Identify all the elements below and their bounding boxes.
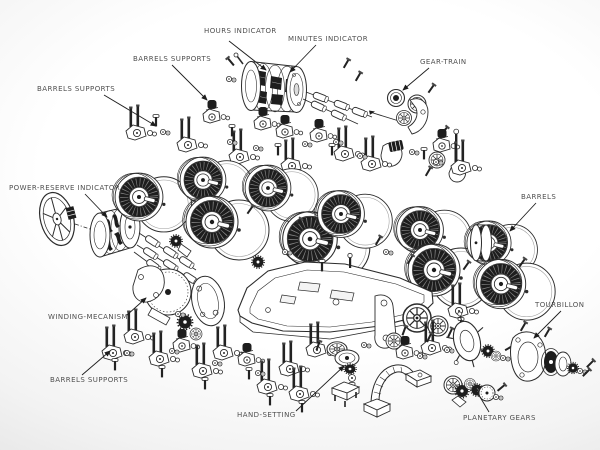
label-tourbillon: TOURBILLON (535, 301, 585, 309)
leader-arrow-minutes-indicator (289, 44, 317, 73)
label-barrels-supports-top: BARRELS SUPPORTS (133, 55, 212, 63)
winding-mechanism-parts (132, 265, 225, 341)
label-power-reserve-indicator: POWER-RESERVE INDICATOR (9, 184, 121, 192)
hand-setting-parts (326, 341, 372, 407)
hours-minutes-indicator-drum (225, 52, 400, 125)
leader-arrows (81, 40, 562, 413)
barrels-group (112, 157, 555, 320)
planetary-gears-parts (443, 375, 508, 408)
label-hand-setting: HAND-SETTING (237, 411, 296, 419)
leader-arrow-hand-setting (295, 365, 345, 412)
leader-arrow-barrels-supports-bottom (81, 350, 111, 376)
leader-arrow-barrels-supports-left (103, 94, 157, 127)
label-barrels-supports-left: BARRELS SUPPORTS (37, 85, 116, 93)
label-barrels-supports-bottom: BARRELS SUPPORTS (50, 376, 129, 384)
leader-arrow-winding-mecanism (126, 297, 147, 316)
leader-arrow-planetary-gears (473, 386, 490, 413)
leader-arrow-tourbillon (533, 310, 562, 339)
leader-arrow-barrels (509, 202, 537, 232)
leader-arrow-hours-indicator (228, 40, 267, 71)
leader-arrow-barrels-supports-top (171, 64, 208, 101)
label-winding-mecanism: WINDING-MECANISM (48, 313, 128, 321)
label-barrels: BARRELS (521, 193, 557, 201)
label-gear-train: GEAR-TRAIN (420, 58, 467, 66)
label-planetary-gears: PLANETARY GEARS (463, 414, 536, 422)
label-hours-indicator: HOURS INDICATOR (204, 27, 277, 35)
arched-bridge (362, 364, 433, 418)
leader-arrow-gear-train (402, 67, 430, 91)
gear-train-parts (341, 57, 466, 183)
empty-barrel-shell (470, 224, 492, 262)
tourbillon-parts (446, 311, 597, 382)
center-wheels-and-bridge (374, 294, 455, 350)
label-minutes-indicator: MINUTES INDICATOR (288, 35, 369, 43)
leader-arrow-power-reserve (84, 193, 108, 218)
